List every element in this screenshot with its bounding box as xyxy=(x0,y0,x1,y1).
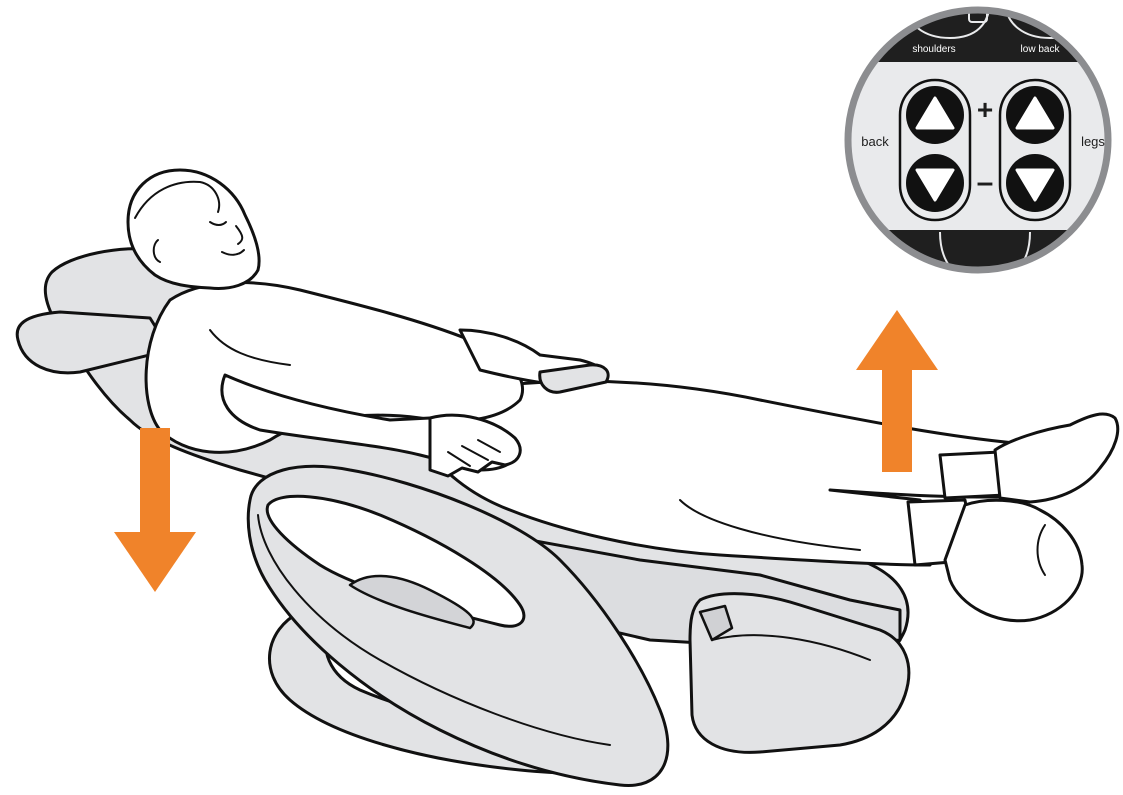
label-low-back: low back xyxy=(1021,44,1061,55)
label-back: back xyxy=(861,134,889,149)
remote-inset: shoulders low back xyxy=(840,0,1120,290)
label-shoulders: shoulders xyxy=(912,44,955,55)
back-down-button[interactable] xyxy=(906,154,964,212)
label-legs: legs xyxy=(1081,134,1105,149)
back-up-button[interactable] xyxy=(906,86,964,144)
down-arrow xyxy=(114,428,196,592)
shoe-upper xyxy=(995,414,1118,502)
shoe-lower xyxy=(945,500,1082,621)
plus-sign: + xyxy=(977,94,993,125)
minus-sign: – xyxy=(977,166,994,199)
up-arrow-head xyxy=(856,310,938,370)
up-arrow-shaft xyxy=(882,364,912,472)
legs-up-button[interactable] xyxy=(1006,86,1064,144)
down-arrow-head xyxy=(114,532,196,592)
remote-bottom-button xyxy=(940,232,1030,282)
down-arrow-shaft xyxy=(140,428,170,538)
legs-down-button[interactable] xyxy=(1006,154,1064,212)
